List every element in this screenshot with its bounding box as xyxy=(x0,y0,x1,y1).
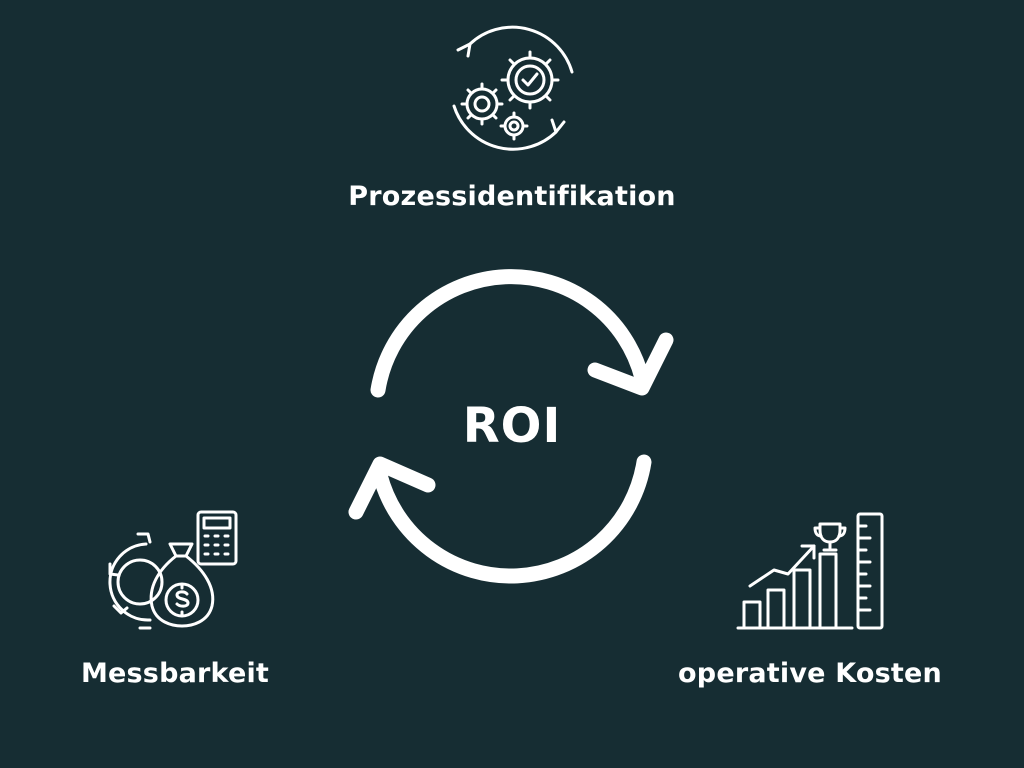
center-label: ROI xyxy=(462,398,562,454)
cycle-arrows-icon xyxy=(348,269,674,584)
money-bag-calculator-icon xyxy=(108,510,238,630)
growth-chart-trophy-icon xyxy=(736,512,884,630)
node-label-left: Messbarkeit xyxy=(80,658,270,689)
node-label-top: Prozessidentifikation xyxy=(348,181,676,212)
node-label-right: operative Kosten xyxy=(678,658,942,689)
gears-cycle-icon xyxy=(452,25,574,151)
